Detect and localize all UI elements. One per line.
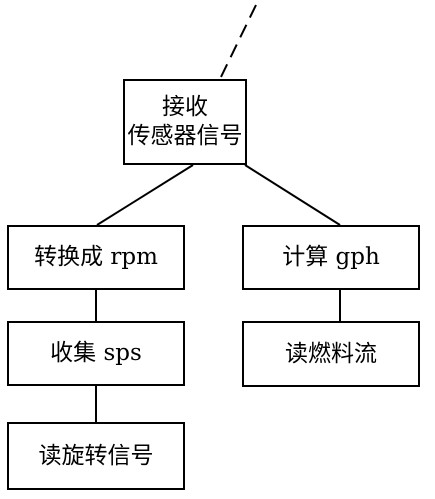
dashed-incoming-connector bbox=[219, 4, 257, 80]
node-calculate-gph: 计算 gph bbox=[242, 225, 420, 290]
node-calculate-gph-label: 计算 gph bbox=[282, 244, 380, 271]
node-collect-sps-label: 收集 sps bbox=[50, 340, 142, 367]
connector-receive-to-rpm bbox=[96, 164, 194, 226]
connector-receive-to-gph bbox=[244, 164, 341, 226]
node-read-fuel-flow: 读燃料流 bbox=[242, 321, 420, 387]
node-read-rotation-signal: 读旋转信号 bbox=[7, 422, 185, 490]
node-convert-rpm-label: 转换成 rpm bbox=[34, 244, 158, 271]
node-receive-line1: 接收 bbox=[162, 94, 208, 121]
node-receive-line2: 传感器信号 bbox=[127, 123, 243, 149]
node-read-fuel-flow-label: 读燃料流 bbox=[285, 340, 377, 367]
node-read-rotation-label: 读旋转信号 bbox=[38, 442, 154, 469]
node-collect-sps: 收集 sps bbox=[7, 321, 185, 386]
node-receive-sensor-signal: 接收 传感器信号 bbox=[123, 79, 247, 165]
node-convert-rpm: 转换成 rpm bbox=[7, 225, 185, 290]
